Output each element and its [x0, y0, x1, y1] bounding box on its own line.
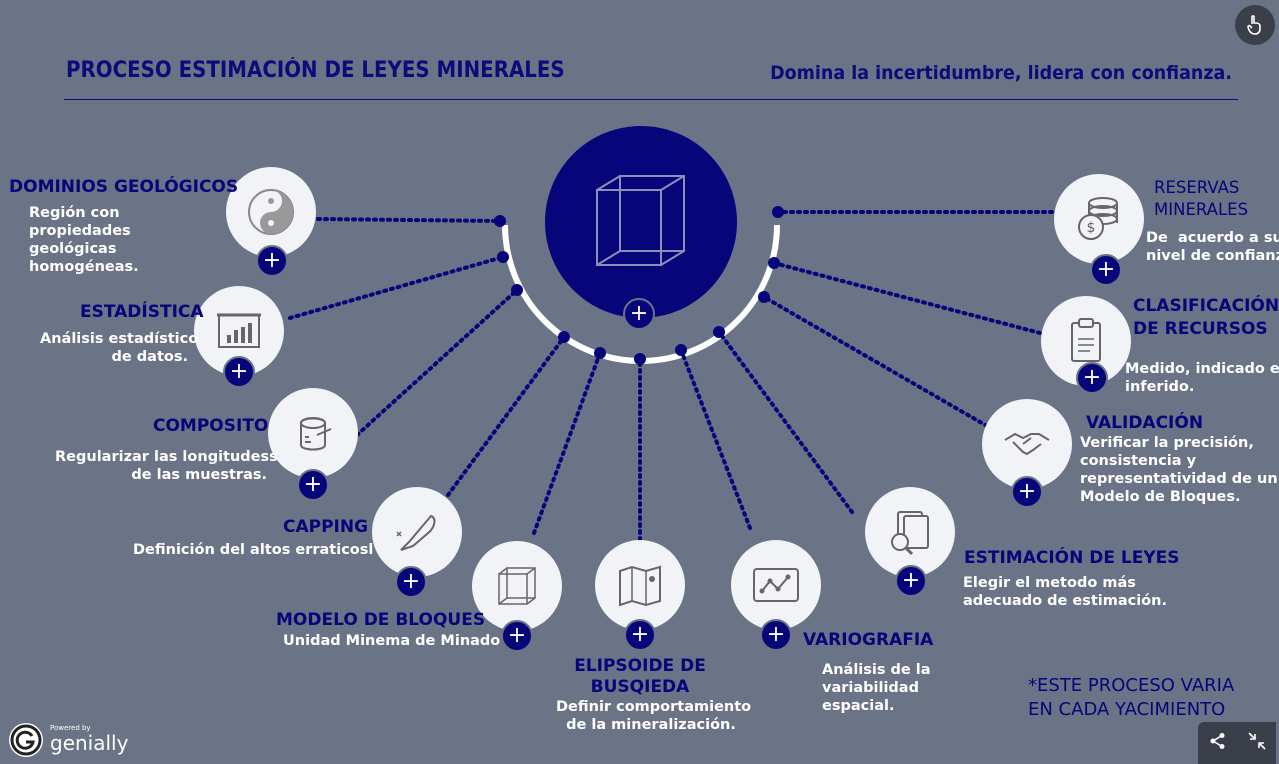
capping-plus-button[interactable]: + [395, 566, 427, 598]
line-chart-icon [753, 568, 799, 602]
elipsoide-title: ELIPSOIDE DE BUSQIEDA [574, 656, 706, 697]
dominios-plus-button[interactable]: + [256, 245, 288, 277]
capping-desc: Definición del altos erraticosl [133, 542, 374, 558]
capping-title: CAPPING [283, 517, 369, 537]
validacion-desc: Verificar la precisión, consistencia y r… [1080, 435, 1278, 505]
page-subtitle: Domina la incertidumbre, lidera con conf… [770, 62, 1232, 84]
estadistica-desc: Análisis estadístico de datos. [40, 331, 199, 365]
bloques-desc: Unidad Minema de Minado [283, 633, 501, 649]
bloques-plus-button[interactable]: + [501, 620, 533, 652]
variografia-desc: Análisis de la variabilidad espacial. [822, 662, 931, 714]
validacion-plus-button[interactable]: + [1011, 476, 1043, 508]
dominios-title: DOMINIOS GEOLÓGICOS [9, 177, 239, 197]
node-variografia[interactable] [731, 540, 821, 630]
document-search-icon [891, 511, 929, 556]
bar-chart-icon [217, 313, 261, 348]
share-toolbar [1198, 722, 1276, 764]
genially-g-icon [9, 723, 43, 757]
genially-wordmark: genially [50, 731, 129, 755]
estimacion-plus-button[interactable]: + [895, 565, 927, 597]
coins-icon: $ [1078, 197, 1118, 240]
estimacion-desc: Elegir el metodo más adecuado de estimac… [963, 575, 1167, 609]
bloques-title: MODELO DE BLOQUES [276, 610, 486, 630]
elipsoide-desc: Definir comportamiento de la mineralizac… [556, 699, 752, 733]
map-icon [619, 565, 661, 607]
estadistica-plus-button[interactable]: + [223, 356, 255, 388]
page-title: PROCESO ESTIMACIÓN DE LEYES MINERALES [66, 58, 565, 83]
share-icon[interactable] [1209, 732, 1227, 754]
reservas-desc: De acuerdo a su nivel de confianza [1146, 230, 1279, 264]
handshake-icon [1004, 432, 1050, 456]
elipsoide-plus-button[interactable]: + [624, 619, 656, 651]
node-dominios[interactable] [226, 167, 316, 257]
process-note: *ESTE PROCESO VARIA EN CADA YACIMIENTO [1028, 675, 1235, 720]
cube-icon [498, 567, 536, 605]
node-elipsoide[interactable] [595, 540, 685, 630]
center-node[interactable] [545, 126, 737, 318]
clasificacion-title: CLASIFICACIÓN DE RECURSOS [1133, 296, 1279, 339]
exit-fullscreen-icon[interactable] [1247, 732, 1266, 754]
hand-pointer-icon [1247, 15, 1261, 35]
dominios-desc: Región con propiedades geológicas homogé… [29, 205, 139, 275]
cube-icon [596, 175, 685, 266]
svg-text:$: $ [1087, 220, 1096, 236]
knife-icon [396, 514, 436, 551]
variografia-title: VARIOGRAFIA [803, 630, 934, 650]
genially-logo[interactable]: Powered by genially [8, 722, 128, 758]
yin-yang-icon [248, 189, 294, 235]
estadistica-title: ESTADÍSTICA [80, 302, 204, 322]
measuring-tape-icon [300, 417, 332, 451]
title-divider [64, 99, 1238, 100]
estimacion-title: ESTIMACIÓN DE LEYES [964, 548, 1180, 568]
clasificacion-desc: Medido, indicado e inferido. [1125, 361, 1279, 395]
reservas-title: RESERVAS MINERALES [1154, 178, 1249, 219]
clasificacion-plus-button[interactable]: + [1076, 362, 1108, 394]
node-composito[interactable] [268, 388, 358, 478]
composito-desc: Regularizar las longitudess de las muest… [55, 449, 278, 483]
clipboard-icon [1071, 318, 1101, 362]
variografia-plus-button[interactable]: + [760, 619, 792, 651]
node-capping[interactable] [372, 487, 462, 577]
center-plus-button[interactable]: + [623, 298, 655, 330]
validacion-title: VALIDACIÓN [1086, 413, 1204, 433]
node-estimacion[interactable] [865, 487, 955, 577]
node-reservas[interactable]: $ [1054, 174, 1144, 264]
node-validacion[interactable] [982, 399, 1072, 489]
powered-by-label: Powered by [50, 724, 91, 732]
pointer-toggle-button[interactable] [1235, 5, 1275, 45]
composito-plus-button[interactable]: + [297, 469, 329, 501]
composito-title: COMPOSITO [153, 416, 269, 436]
reservas-plus-button[interactable]: + [1090, 254, 1122, 286]
node-bloques[interactable] [472, 541, 562, 631]
